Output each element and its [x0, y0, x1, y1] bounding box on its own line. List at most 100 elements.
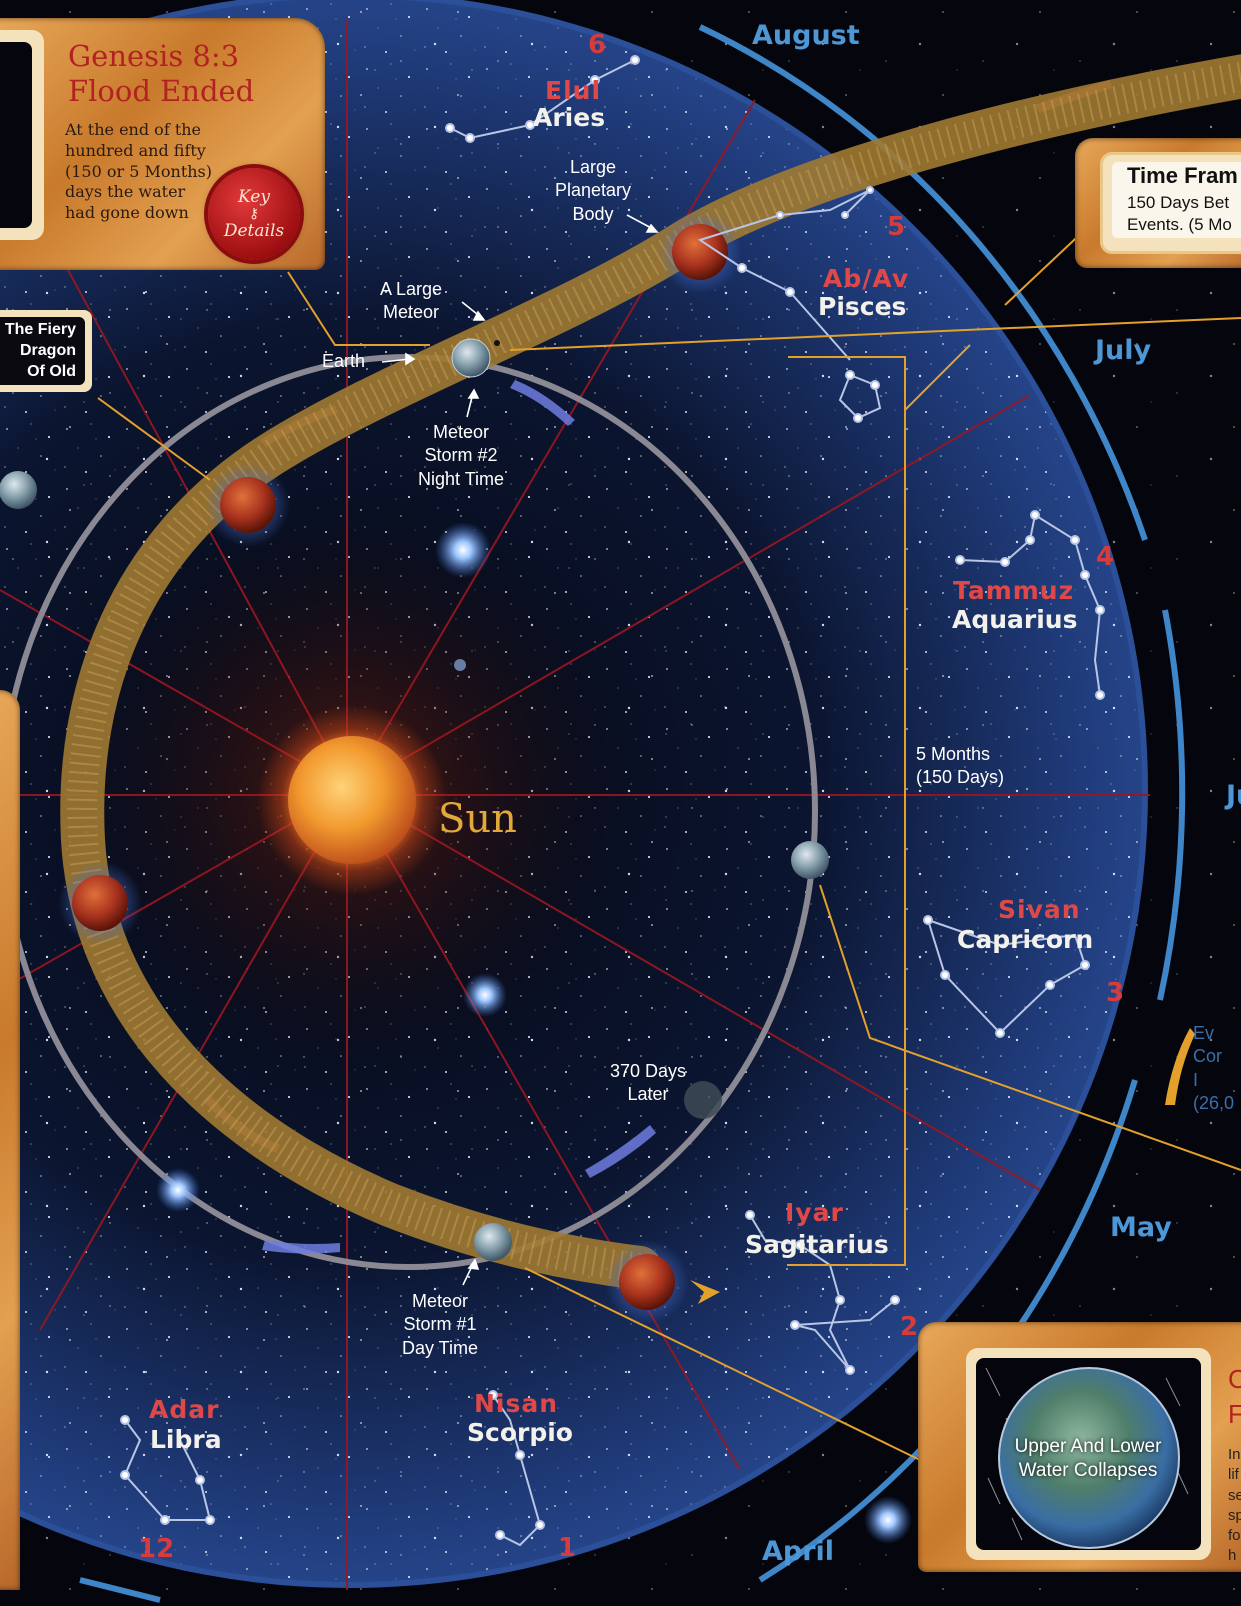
planetary-body-lower	[619, 1254, 675, 1310]
genesis-title-2: Flood Ended	[68, 74, 255, 108]
leader-time-frame	[509, 317, 1241, 351]
collapse-globe	[998, 1367, 1180, 1549]
label-large-planetary-body: Large Planetary Body	[555, 156, 631, 226]
collapse-globe-label: Upper And Lower Water Collapses	[988, 1435, 1188, 1483]
dragon-label: The Fiery Dragon Of Old	[0, 320, 76, 382]
leader-genesis	[287, 271, 430, 346]
label-sun: Sun	[438, 796, 517, 842]
leader-collapse	[524, 1267, 921, 1461]
label-5-months: 5 Months (150 Days)	[916, 743, 1004, 790]
label-meteor-storm-1: Meteor Storm #1 Day Time	[402, 1290, 478, 1360]
bracket-5-months	[787, 356, 906, 1266]
month-number-2: 2	[900, 1312, 919, 1342]
calendar-arc-upper	[698, 24, 1148, 541]
zodiac-libra: Libra	[150, 1425, 222, 1454]
earth-storm-2	[451, 338, 491, 378]
time-frame-title: Time Fram	[1127, 163, 1238, 188]
zodiac-aquarius: Aquarius	[952, 605, 1078, 634]
calendar-arc-mid	[1157, 609, 1186, 1001]
label-5-months-text: 5 Months (150 Days)	[916, 744, 1005, 788]
earth-storm-1	[474, 1223, 512, 1261]
right-edge-text-fragment-text: Ev Cor I (26,0	[1193, 1023, 1235, 1114]
collapse-body-fragment: In lif se sp fo h	[1228, 1446, 1241, 1565]
constellation-libra	[120, 1415, 215, 1525]
collapse-title-fragment-text: C F	[1228, 1364, 1241, 1430]
zodiac-capricorn: Capricorn	[957, 925, 1094, 954]
month-july: July	[1095, 335, 1152, 366]
hebrew-adar: Adar	[149, 1395, 220, 1424]
planetary-body-positions	[58, 210, 742, 1324]
month-number-3: 3	[1106, 978, 1125, 1008]
leader-bracket	[904, 344, 971, 411]
leader-dragon	[97, 397, 211, 481]
earth-positions	[0, 338, 829, 1261]
label-large-meteor-text: A Large Meteor	[380, 279, 443, 323]
month-april: April	[762, 1536, 835, 1567]
sun	[257, 705, 447, 895]
constellation-scorpio	[488, 1390, 545, 1547]
right-edge-text-fragment: Ev Cor I (26,0	[1193, 1022, 1234, 1116]
sphere-rim	[0, 0, 1148, 1588]
left-parchment-strip	[0, 690, 20, 1590]
bright-stars	[156, 522, 912, 1544]
time-frame-line-1: 150 Days Bet	[1127, 193, 1230, 212]
month-number-5: 5	[887, 212, 906, 242]
planetary-body-orbit	[60, 54, 1241, 1290]
dragon-inner	[0, 317, 85, 385]
month-june-fragment: Ju	[1226, 780, 1241, 811]
crescent-arrow	[1165, 1028, 1195, 1105]
hebrew-elul: Elul	[545, 76, 602, 105]
hebrew-sivan: Sivan	[998, 895, 1081, 924]
time-frame-line-2: Events. (5 Mo	[1127, 215, 1232, 234]
dragon-label-text: The Fiery Dragon Of Old	[4, 321, 76, 380]
month-may: May	[1110, 1212, 1172, 1243]
label-meteor-storm-2: Meteor Storm #2 Night Time	[418, 421, 504, 491]
hebrew-nisan: Nisan	[474, 1389, 559, 1418]
genesis-image	[0, 42, 32, 228]
seal-text-bottom: Details	[223, 221, 285, 242]
month-number-6: 6	[588, 30, 607, 60]
month-number-12: 12	[138, 1534, 175, 1564]
collapse-globe-label-text: Upper And Lower Water Collapses	[1014, 1436, 1162, 1481]
earth-right	[791, 841, 829, 879]
constellation-aquarius	[955, 510, 1105, 700]
hebrew-iyar: Iyar	[785, 1198, 844, 1227]
constellation-capricorn	[923, 915, 1090, 1038]
label-large-planetary-body-text: Large Planetary Body	[555, 157, 632, 224]
hebrew-tammuz: Tammuz	[953, 576, 1075, 605]
label-large-meteor: A Large Meteor	[380, 278, 442, 325]
label-370-days-later: 370 Days Later	[610, 1060, 686, 1107]
seal-text-top: Key	[238, 187, 270, 207]
zodiac-aries: Aries	[533, 103, 606, 132]
calendar-arc-bottom	[79, 1577, 161, 1603]
earth-370-days	[684, 1081, 722, 1119]
collapse-title-fragment: C F	[1228, 1362, 1241, 1432]
zodiac-sagitarius: Sagitarius	[745, 1230, 889, 1259]
genesis-body-text: At the end of the hundred and fifty (150…	[65, 120, 213, 223]
planetary-body-left	[72, 875, 128, 931]
zodiac-scorpio: Scorpio	[467, 1418, 573, 1447]
orbit-direction-arrows	[262, 380, 656, 1254]
key-details-seal[interactable]: Key ⚷ Details	[208, 168, 300, 260]
constellation-pisces	[697, 186, 882, 423]
falling-water-streaks	[985, 1367, 1189, 1541]
label-370-days-later-text: 370 Days Later	[610, 1061, 687, 1105]
genesis-title-1: Genesis 8:3	[68, 39, 240, 73]
seal-key-icon: ⚷	[248, 205, 260, 222]
constellation-aries	[445, 55, 640, 143]
zodiac-pisces: Pisces	[818, 292, 907, 321]
month-number-1: 1	[558, 1533, 577, 1563]
leader-lines	[97, 224, 1241, 1461]
collapse-globe-art	[985, 1367, 1189, 1549]
month-number-4: 4	[1096, 542, 1115, 572]
genesis-body: At the end of the hundred and fifty (150…	[65, 120, 212, 224]
planetary-body-upper-left	[220, 477, 276, 533]
constellation-sagitarius	[745, 1210, 900, 1375]
label-earth: Earth	[322, 351, 366, 371]
label-meteor-storm-1-text: Meteor Storm #1 Day Time	[402, 1291, 479, 1358]
hebrew-ab-av: Ab/Av	[823, 264, 910, 293]
month-august: August	[752, 20, 860, 51]
time-frame-inner	[1112, 162, 1241, 238]
